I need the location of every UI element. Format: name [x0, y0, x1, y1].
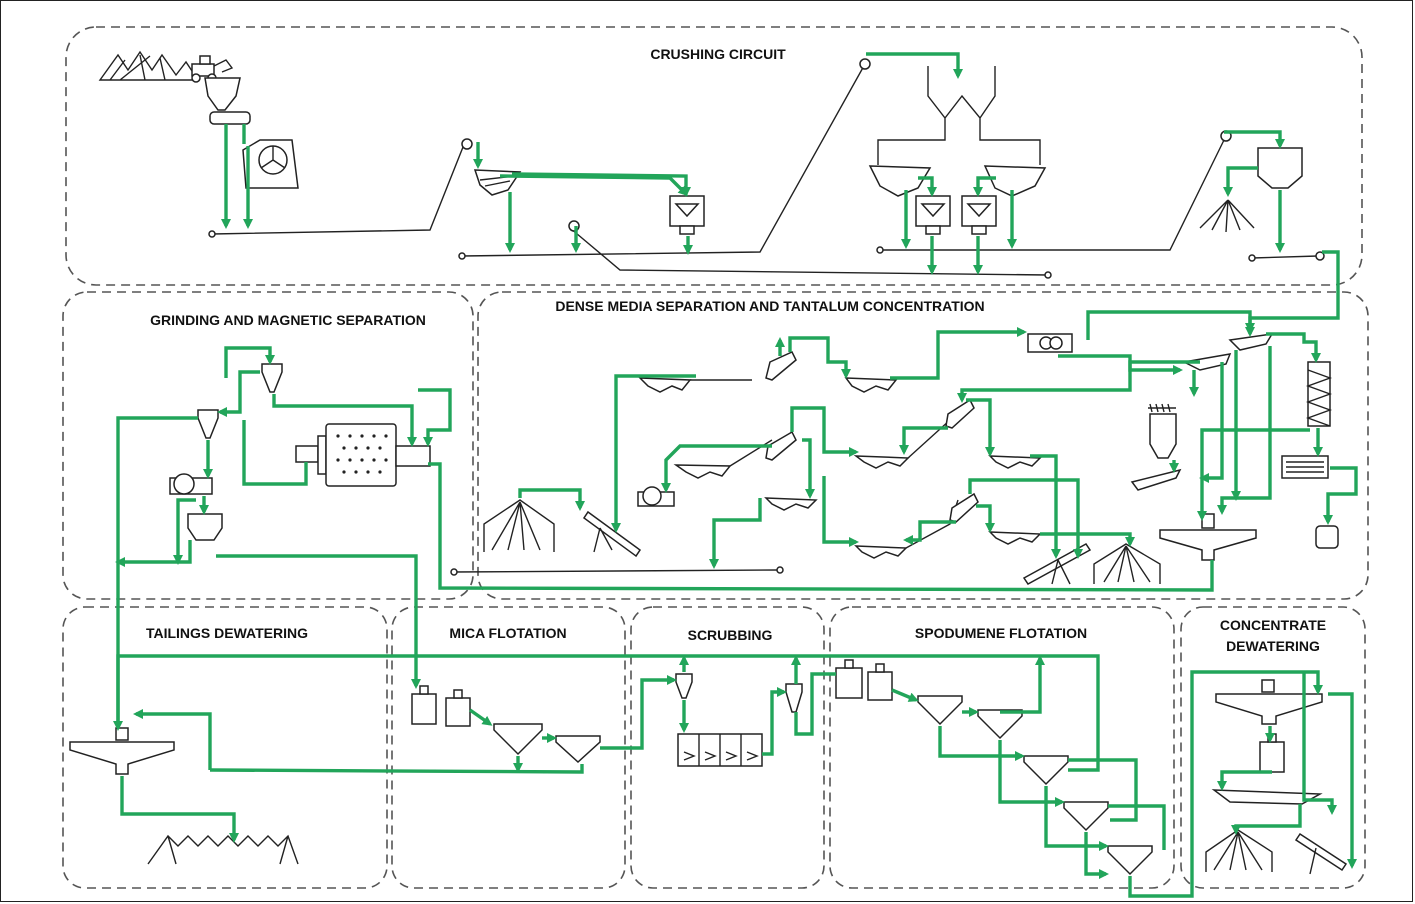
apron-feeder — [209, 111, 251, 125]
crushing-circuit-box — [65, 26, 1363, 286]
fine-ore-bin — [1257, 147, 1303, 189]
dms-equipment — [483, 333, 1339, 585]
dms-screen-8 — [988, 531, 1042, 545]
section-titles: CRUSHING CIRCUIT GRINDING AND MAGNETIC S… — [146, 46, 1326, 654]
jaw-crusher — [242, 139, 299, 189]
spod-cell-4 — [1063, 801, 1109, 832]
stockpile-spray — [1199, 199, 1255, 233]
dms-screen-3 — [673, 464, 732, 479]
title-crushing: CRUSHING CIRCUIT — [650, 46, 786, 62]
concentrate-tank — [1259, 741, 1285, 773]
concentrate-stockpile — [1205, 829, 1273, 872]
tailings-box — [62, 606, 388, 889]
conveyor-3 — [569, 227, 1049, 276]
dms-screen-5 — [764, 497, 818, 511]
ball-mill — [295, 423, 431, 487]
dms-screen-4 — [853, 455, 910, 469]
title-mica: MICA FLOTATION — [449, 625, 566, 641]
mica-flotation-cell-2 — [555, 735, 601, 764]
scrub-cyclone-2 — [785, 683, 803, 713]
spod-cell-3 — [1023, 755, 1069, 786]
cyclone-1 — [261, 363, 283, 393]
dms-cyclone-1 — [765, 351, 797, 381]
mica-conditioner-2 — [445, 697, 471, 727]
scrub-cyclone — [675, 673, 693, 699]
scrubbing-equipment — [675, 673, 803, 767]
belt-filter — [1211, 789, 1323, 805]
spod-conditioner-2 — [867, 671, 893, 701]
mica-flotation-cell-1 — [493, 723, 543, 756]
dms-cyclone-2 — [765, 430, 797, 461]
dms-stockpile-2 — [1093, 543, 1161, 584]
spiral-concentrator — [1305, 361, 1333, 427]
dms-sizing-screen-2 — [1228, 333, 1274, 351]
twin-surge-bins — [877, 66, 1041, 165]
title-tailings: TAILINGS DEWATERING — [146, 625, 308, 641]
spod-cell-2 — [977, 709, 1023, 740]
spod-cell-5 — [1107, 845, 1153, 876]
cone-crusher-2 — [915, 195, 951, 235]
title-concentrate-2: DEWATERING — [1226, 638, 1320, 654]
dms-cyclone-4 — [949, 492, 979, 523]
concentrate-equipment — [1205, 679, 1348, 875]
ore-stockpile — [98, 50, 200, 81]
dms-sizing-screen-1 — [1181, 353, 1232, 371]
grinding-box — [62, 291, 474, 600]
tailings-dam — [147, 834, 299, 865]
mica-box — [391, 606, 626, 889]
conveyor-1 — [211, 141, 466, 235]
grinding-equipment — [169, 363, 784, 576]
cone-crusher-1 — [669, 195, 705, 235]
spod-cell-1 — [917, 695, 963, 726]
cyclone-2 — [197, 409, 219, 439]
mica-conditioner-1 — [411, 693, 437, 725]
mag-hopper — [187, 513, 223, 541]
title-scrubbing: SCRUBBING — [688, 627, 773, 643]
tailings-thickener — [69, 741, 175, 775]
spodumene-equipment — [835, 659, 1153, 876]
conveyor-2 — [461, 63, 866, 257]
conveyor-5 — [1251, 255, 1319, 259]
tantalum-jig — [1130, 403, 1182, 491]
title-spodumene: SPODUMENE FLOTATION — [915, 625, 1087, 641]
dms-magnetic-separator — [637, 486, 675, 507]
title-concentrate-1: CONCENTRATE — [1220, 617, 1326, 633]
concentrate-stacker — [1294, 832, 1348, 872]
concentrate-box — [1180, 606, 1366, 889]
dms-screen-1 — [638, 377, 692, 393]
cone-crusher-3 — [961, 195, 997, 235]
feed-hopper — [204, 77, 241, 111]
dms-stockpile-1 — [483, 499, 555, 552]
spod-conditioner-1 — [835, 667, 863, 699]
dms-screen-2 — [844, 377, 898, 393]
title-dms: DENSE MEDIA SEPARATION AND TANTALUM CONC… — [555, 298, 984, 314]
tailings-equipment — [69, 727, 299, 865]
dms-box — [477, 291, 1369, 600]
process-flow-lines — [113, 52, 1358, 898]
screen-2 — [868, 165, 932, 197]
section-boundaries — [62, 26, 1369, 889]
dms-stacker-1 — [582, 510, 642, 558]
title-grinding: GRINDING AND MAGNETIC SEPARATION — [150, 312, 426, 328]
magnetic-separator — [169, 473, 213, 495]
concentrate-thickener — [1215, 693, 1323, 725]
dms-thickener — [1159, 529, 1257, 561]
dms-cyclone-3 — [945, 398, 975, 429]
bulk-bag — [1315, 525, 1339, 549]
dms-screen-6 — [988, 455, 1042, 469]
grinding-conveyor — [451, 569, 781, 573]
screen-3 — [983, 165, 1047, 197]
spodumene-box — [829, 606, 1175, 889]
crushing-equipment — [98, 50, 1325, 279]
dms-screen-7 — [854, 545, 908, 559]
mica-equipment — [411, 685, 601, 764]
